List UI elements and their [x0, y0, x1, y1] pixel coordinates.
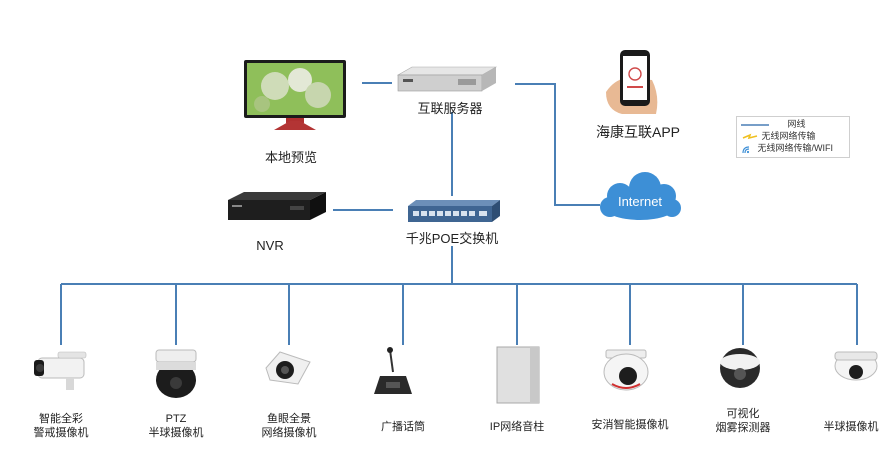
lightning-icon — [742, 133, 758, 139]
server-icon — [396, 66, 498, 92]
monitor-icon — [244, 60, 346, 130]
legend-wired: 网线 — [741, 118, 806, 130]
nvr-icon — [228, 192, 326, 220]
smart-dome-camera-icon — [603, 349, 649, 391]
internet-cloud-icon — [600, 172, 681, 220]
device-label-3-line-2: 网络摄像机 — [261, 427, 317, 439]
device-label-4: 广播话筒 — [363, 420, 443, 434]
ptz-camera-icon — [155, 349, 197, 398]
local-preview-label: 本地预览 — [264, 150, 317, 165]
device-label-8: 半球摄像机 — [817, 420, 885, 434]
app-label: 海康互联APP — [595, 124, 680, 140]
device-label-7-line-1: 可视化 — [726, 408, 760, 420]
legend-wireless: 无线网络传输 — [741, 130, 816, 142]
fisheye-camera-icon — [265, 351, 311, 385]
legend: 网线 无线网络传输 无线网络传输/WIFI — [736, 116, 850, 158]
wired-line-icon — [741, 123, 769, 126]
legend-wifi-text: 无线网络传输/WIFI — [757, 143, 834, 153]
device-label-2-line-1: PTZ — [165, 413, 187, 425]
poe-switch-icon — [408, 200, 500, 222]
broadcast-mic-icon — [374, 347, 412, 394]
device-label-2: PTZ 半球摄像机 — [136, 412, 216, 440]
device-label-7: 可视化 烟雾探测器 — [703, 407, 783, 435]
device-label-5-line-1: IP网络音柱 — [489, 421, 545, 433]
device-label-8-line-1: 半球摄像机 — [823, 421, 879, 433]
legend-wifi: 无线网络传输/WIFI — [741, 142, 833, 154]
device-label-2-line-2: 半球摄像机 — [148, 427, 204, 439]
smoke-detector-icon — [720, 348, 760, 388]
legend-wireless-text: 无线网络传输 — [761, 131, 816, 141]
dome-camera-icon — [834, 351, 878, 381]
phone-icon — [606, 50, 658, 114]
device-label-6: 安消智能摄像机 — [580, 418, 680, 432]
device-label-1-line-2: 警戒摄像机 — [33, 427, 89, 439]
wifi-icon — [742, 146, 750, 153]
device-label-1: 智能全彩 警戒摄像机 — [21, 412, 101, 440]
connection-lines — [60, 82, 858, 345]
nvr-label: NVR — [256, 238, 284, 253]
legend-wired-text: 网线 — [787, 119, 806, 129]
internet-label: Internet — [618, 194, 662, 209]
device-label-3-line-1: 鱼眼全景 — [267, 413, 311, 425]
device-label-6-line-1: 安消智能摄像机 — [591, 419, 669, 431]
device-label-1-line-1: 智能全彩 — [39, 413, 83, 425]
device-label-5: IP网络音柱 — [477, 420, 557, 434]
device-label-3: 鱼眼全景 网络摄像机 — [249, 412, 329, 440]
server-label: 互联服务器 — [417, 101, 483, 116]
server-internet-link — [515, 83, 600, 206]
poe-switch-label: 千兆POE交换机 — [405, 231, 499, 246]
bullet-camera-icon — [34, 351, 87, 390]
ip-speaker-icon — [496, 346, 540, 404]
device-label-7-line-2: 烟雾探测器 — [715, 422, 771, 434]
device-label-4-line-1: 广播话筒 — [381, 421, 425, 433]
